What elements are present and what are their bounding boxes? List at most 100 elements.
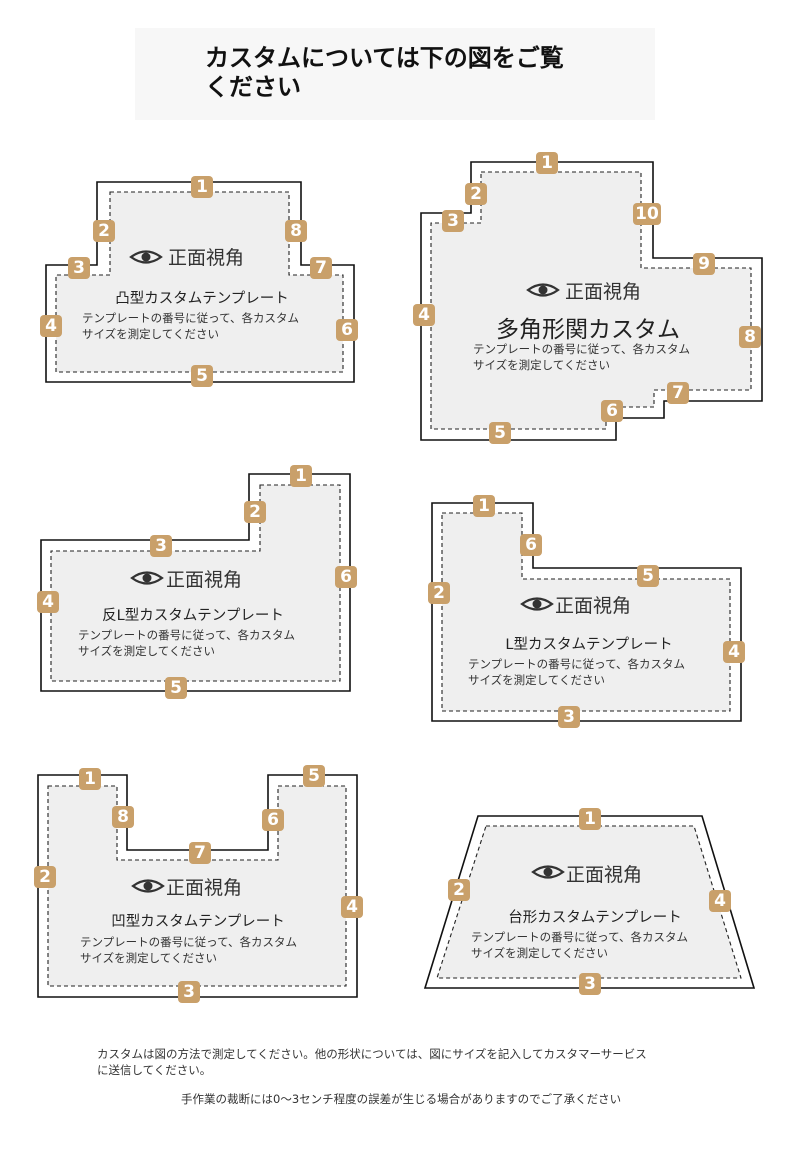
svg-text:8: 8 (290, 221, 302, 241)
badge-3: 3 (150, 535, 172, 557)
svg-text:9: 9 (698, 254, 710, 274)
badge-4: 4 (40, 315, 62, 337)
badge-1: 1 (536, 152, 558, 174)
svg-text:1: 1 (196, 177, 208, 197)
svg-text:4: 4 (42, 592, 54, 612)
eye-icon (520, 597, 554, 611)
diagram-polygon: 正面視角 多角形関カスタム テンプレートの番号に従って、各カスタム サイズを測定… (413, 152, 763, 444)
title-band (135, 28, 655, 120)
view-label-text: 正面視角 (166, 569, 242, 591)
eye-icon (129, 250, 163, 264)
view-label-text: 正面視角 (168, 247, 244, 269)
badge-7: 7 (667, 382, 689, 404)
badge-2: 2 (93, 220, 115, 242)
eye-icon (131, 879, 165, 893)
badge-2: 2 (428, 582, 450, 604)
view-label: 正面視角 (526, 281, 641, 303)
view-label: 正面視角 (131, 877, 242, 899)
badge-5: 5 (191, 365, 213, 387)
svg-text:6: 6 (340, 567, 352, 587)
svg-text:3: 3 (584, 974, 596, 994)
instruction-line2: サイズを測定してください (78, 644, 215, 658)
view-label-text: 正面視角 (555, 595, 631, 617)
inner-dashed-outline (55, 191, 344, 373)
shape-name-trapezoid: 台形カスタムテンプレート (508, 909, 682, 926)
svg-text:7: 7 (672, 383, 684, 403)
svg-text:5: 5 (308, 766, 320, 786)
badge-6: 6 (520, 534, 542, 556)
footer-note: 手作業の裁断には0〜3センチ程度の誤差が生じる場合がありますのでご了承ください (181, 1092, 622, 1106)
diagram-trapezoid: 正面視角 台形カスタムテンプレート テンプレートの番号に従って、各カスタム サイ… (423, 808, 756, 995)
badge-4: 4 (37, 591, 59, 613)
badge-4: 4 (709, 890, 731, 912)
footer-line1: カスタムは図の方法で測定してください。他の形状については、図にサイズを記入してカ… (97, 1047, 647, 1061)
badge-8: 8 (112, 806, 134, 828)
shape-name-polygon: 多角形関カスタム (496, 317, 680, 343)
svg-text:4: 4 (45, 316, 57, 336)
svg-text:2: 2 (98, 221, 110, 241)
view-label-text: 正面視角 (565, 281, 641, 303)
badge-2: 2 (465, 183, 487, 205)
badge-8: 8 (739, 326, 761, 348)
badge-5: 5 (637, 565, 659, 587)
svg-text:5: 5 (642, 566, 654, 586)
svg-text:8: 8 (744, 327, 756, 347)
view-label: 正面視角 (520, 595, 631, 617)
svg-text:3: 3 (183, 982, 195, 1002)
shape-name-l-shape: L型カスタムテンプレート (505, 636, 672, 653)
view-label: 正面視角 (130, 569, 242, 591)
svg-text:4: 4 (714, 891, 726, 911)
badge-2: 2 (34, 866, 56, 888)
badge-5: 5 (489, 422, 511, 444)
svg-text:1: 1 (584, 809, 596, 829)
badge-3: 3 (579, 973, 601, 995)
badge-1: 1 (191, 176, 213, 198)
inner-dashed-outline (436, 825, 742, 979)
svg-text:4: 4 (346, 897, 358, 917)
instruction-line2: サイズを測定してください (82, 327, 219, 341)
instruction-line1: テンプレートの番号に従って、各カスタム (471, 930, 688, 944)
badge-7: 7 (310, 257, 332, 279)
badge-10: 10 (633, 203, 661, 225)
view-label-text: 正面視角 (566, 864, 642, 886)
svg-text:5: 5 (196, 366, 208, 386)
svg-text:2: 2 (470, 184, 482, 204)
eye-icon (526, 283, 560, 297)
svg-text:7: 7 (315, 258, 327, 278)
svg-text:1: 1 (295, 466, 307, 486)
instruction-line2: サイズを測定してください (471, 946, 608, 960)
inner-dashed-outline (430, 171, 752, 430)
instruction-line2: サイズを測定してください (468, 673, 605, 687)
badge-1: 1 (473, 495, 495, 517)
inner-dashed-outline (441, 512, 731, 712)
instruction-line2: サイズを測定してください (80, 951, 217, 965)
badge-1: 1 (290, 465, 312, 487)
svg-text:1: 1 (478, 496, 490, 516)
svg-text:2: 2 (433, 583, 445, 603)
eye-icon (130, 571, 164, 585)
svg-text:6: 6 (606, 401, 618, 421)
diagram-reverse-l: 正面視角 反L型カスタムテンプレート テンプレートの番号に従って、各カスタム サ… (37, 465, 357, 699)
svg-text:2: 2 (453, 880, 465, 900)
page-title: カスタムについては下の図をご覧 ください (205, 44, 564, 101)
badge-4: 4 (341, 896, 363, 918)
svg-text:6: 6 (267, 810, 279, 830)
badge-3: 3 (68, 257, 90, 279)
svg-text:1: 1 (541, 153, 553, 173)
svg-text:3: 3 (73, 258, 85, 278)
shape-name-convex: 凸型カスタムテンプレート (115, 290, 289, 307)
instruction-line1: テンプレートの番号に従って、各カスタム (473, 342, 690, 356)
badge-2: 2 (448, 879, 470, 901)
diagram-convex: 正面視角 凸型カスタムテンプレート テンプレートの番号に従って、各カスタム サイ… (40, 176, 358, 387)
svg-text:10: 10 (635, 204, 659, 224)
view-label: 正面視角 (531, 864, 642, 886)
badge-6: 6 (262, 809, 284, 831)
svg-text:4: 4 (728, 642, 740, 662)
svg-text:5: 5 (494, 423, 506, 443)
svg-text:3: 3 (563, 707, 575, 727)
badge-5: 5 (303, 765, 325, 787)
svg-text:6: 6 (341, 320, 353, 340)
instruction-line1: テンプレートの番号に従って、各カスタム (468, 657, 685, 671)
